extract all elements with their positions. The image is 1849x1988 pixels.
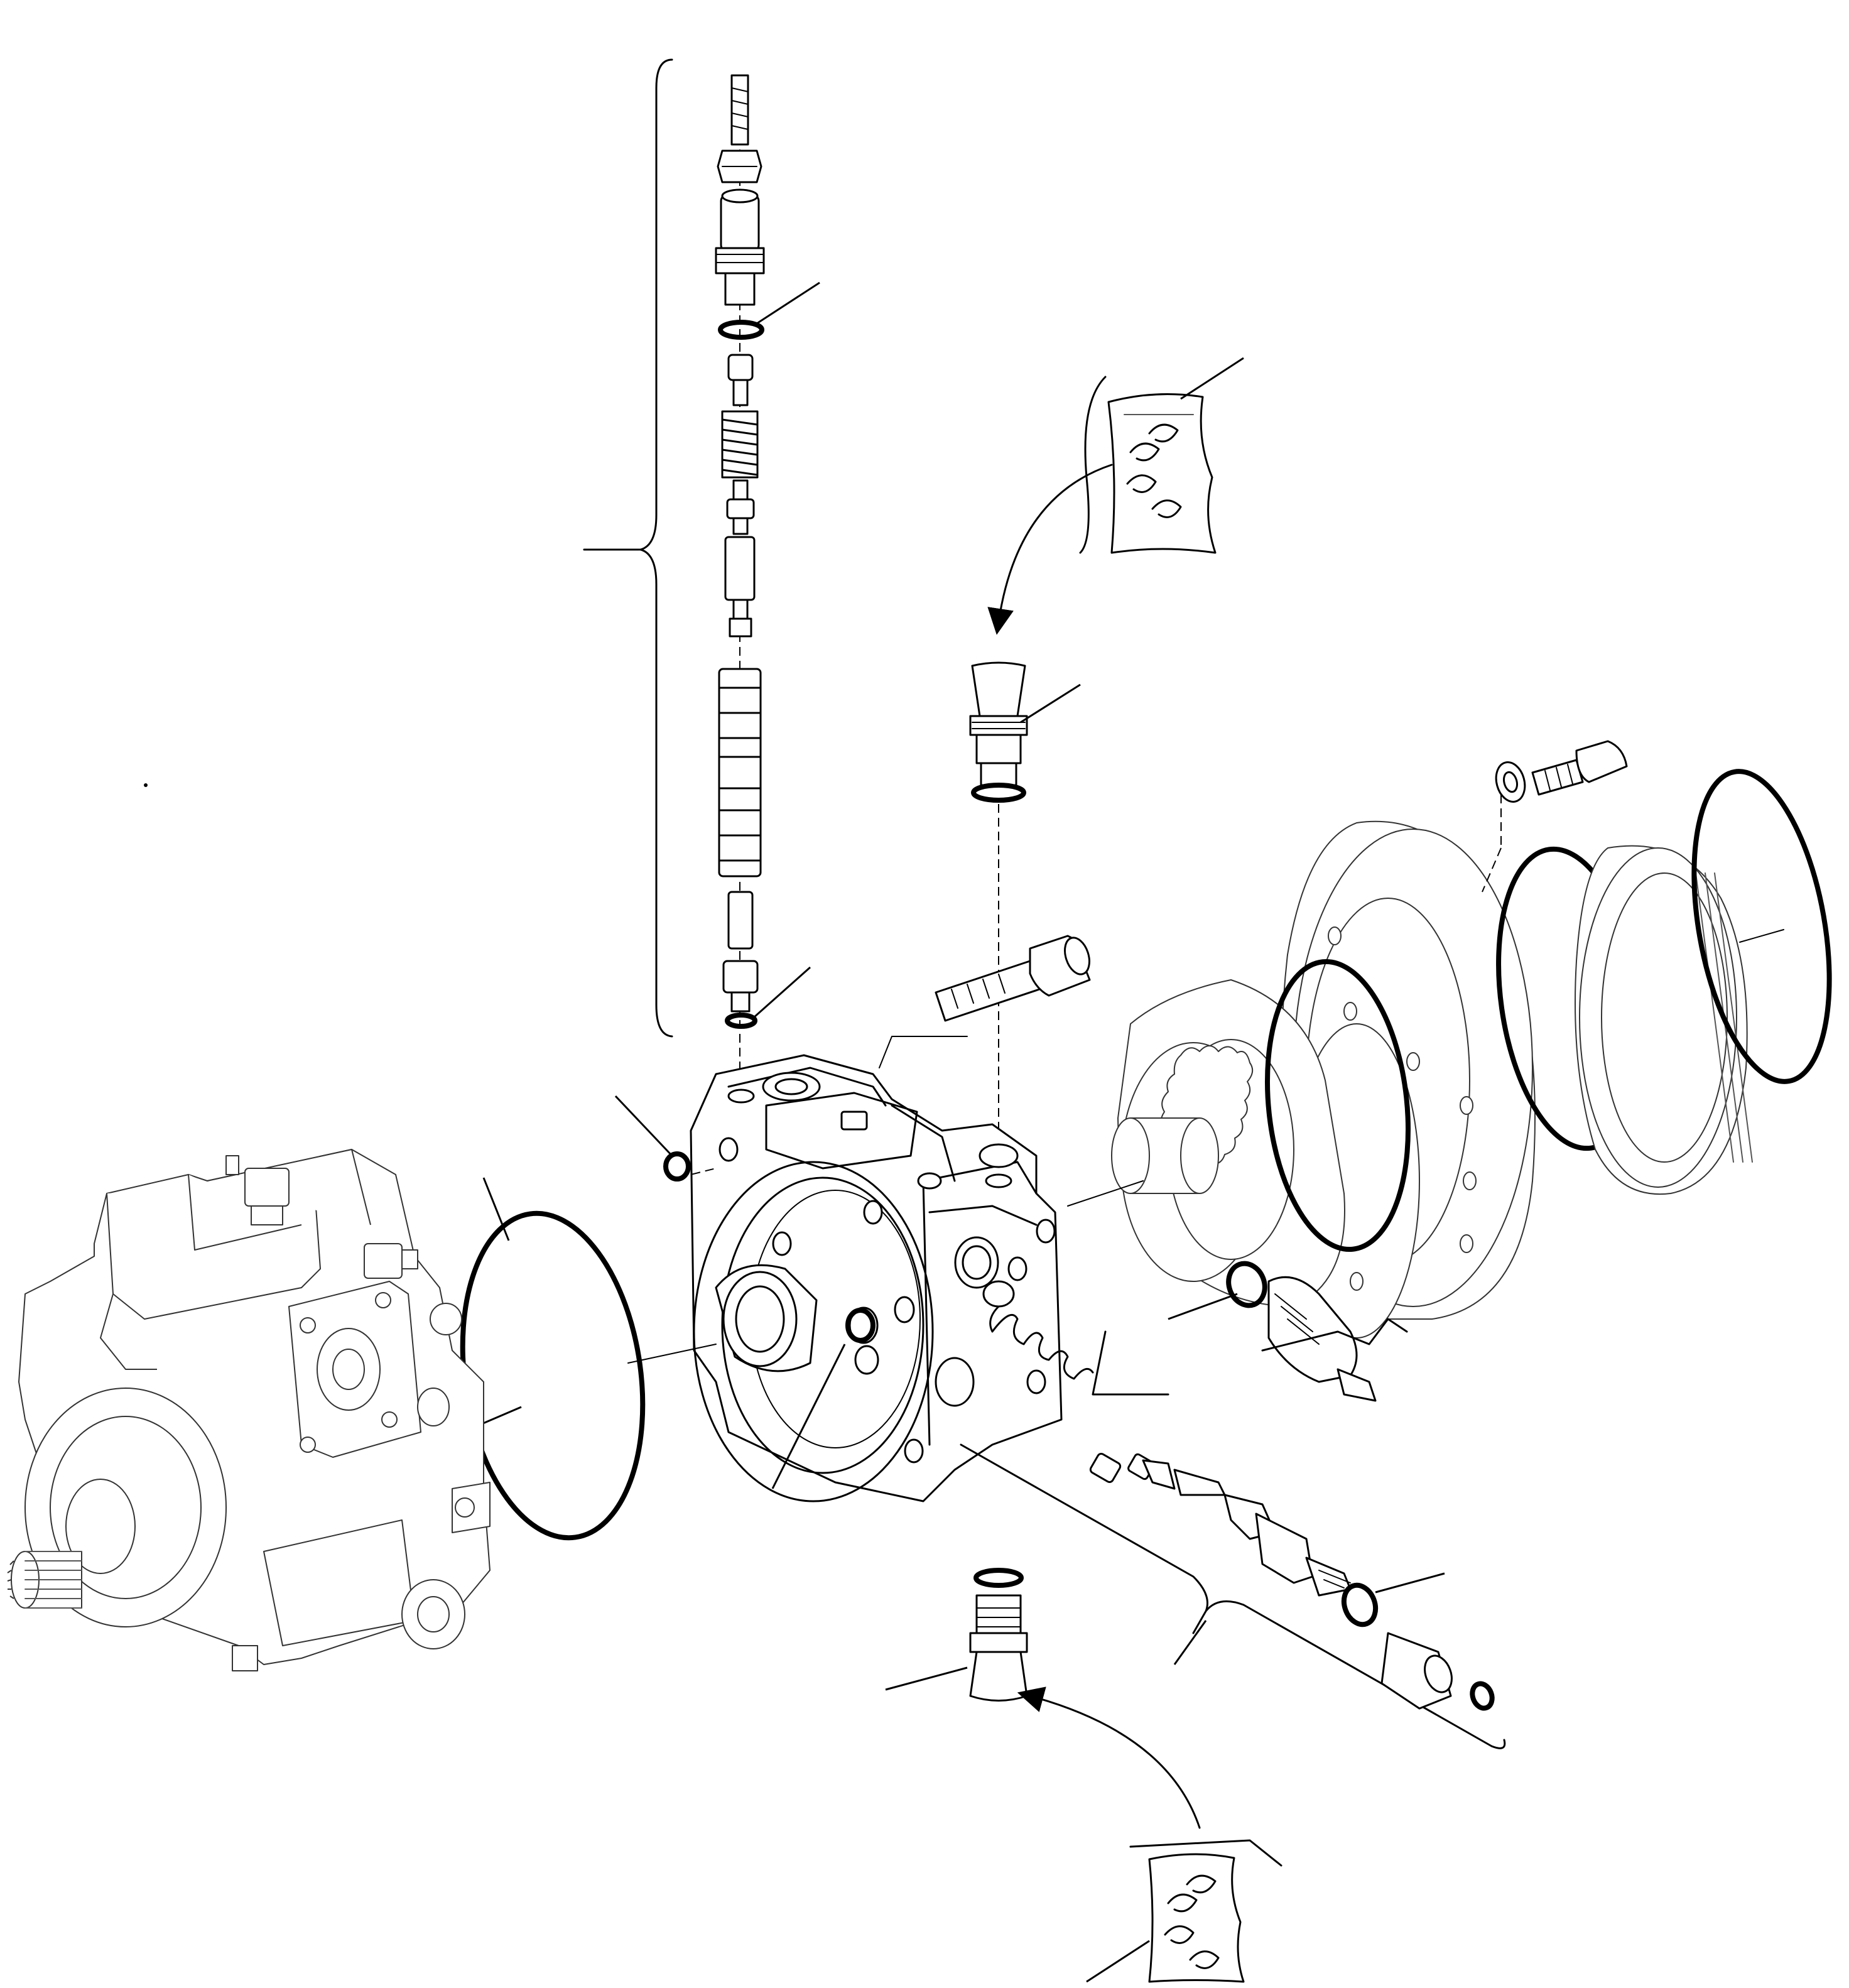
sealant-tube-top <box>987 357 1244 635</box>
spool <box>724 536 756 601</box>
o-ring-face <box>845 1308 876 1343</box>
stud <box>730 74 749 146</box>
sealant-tube-bottom <box>1017 1687 1282 1983</box>
splined-shaft <box>7 1551 82 1609</box>
o-ring-outer <box>1691 769 1832 1084</box>
application-arrow-icon <box>987 464 1113 635</box>
cap-screw <box>879 935 1091 1068</box>
valve-end-cover <box>614 1054 1063 1502</box>
hydraulic-pump <box>7 1149 491 1671</box>
sealant-tube-icon-bottom <box>1148 1853 1245 1983</box>
o-ring-lower <box>725 1013 757 1029</box>
valve-spring <box>721 410 759 479</box>
relief-valve-cartridge <box>1092 1261 1408 1402</box>
horizontal-valve-stack <box>960 1280 1506 1749</box>
valve-sleeve <box>718 668 762 877</box>
valve-seat <box>727 354 754 381</box>
vertical-valve-stack <box>583 58 820 1080</box>
spring-horizontal <box>989 1305 1094 1380</box>
group-bracket-bottom <box>960 1443 1506 1749</box>
drive-flange-assembly <box>1067 740 1832 1339</box>
plug-cartridge-upper <box>969 661 1081 1149</box>
sealant-tube-icon <box>1107 393 1217 554</box>
plug-cartridge-lower <box>885 1568 1028 1702</box>
application-arrow-icon-bottom <box>1017 1687 1201 1829</box>
flange-screw <box>1482 740 1628 893</box>
o-ring-upper <box>718 320 764 340</box>
o-ring-hub <box>1264 959 1411 1252</box>
group-bracket-left <box>583 58 673 1038</box>
